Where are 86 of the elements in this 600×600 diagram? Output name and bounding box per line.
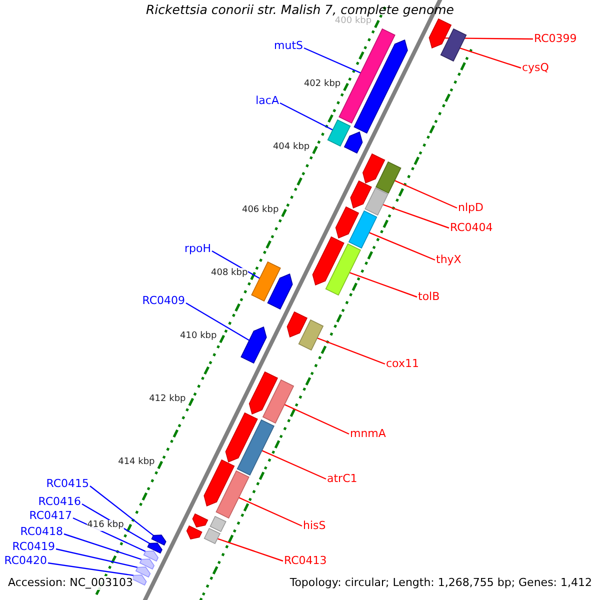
gene-label: RC0404 — [450, 221, 493, 235]
scale-label: 416 kbp — [87, 520, 124, 532]
gene-feature — [248, 371, 278, 415]
scale-label: 408 kbp — [211, 268, 248, 280]
gene-feature — [344, 131, 363, 154]
leader-line — [349, 272, 418, 298]
leader-line — [382, 204, 450, 229]
leader-line — [56, 548, 138, 568]
gene-feature — [286, 311, 308, 338]
gene-feature — [204, 459, 235, 507]
accession-note: Accession: NC_003103 — [8, 576, 134, 590]
leader-line — [284, 404, 350, 435]
gene-label: RC0399 — [534, 32, 577, 46]
leader-line — [238, 497, 302, 527]
leader-line — [394, 180, 458, 209]
gene-label: RC0420 — [4, 554, 47, 568]
leader-line — [186, 302, 250, 341]
gene-label: RC0413 — [284, 554, 327, 568]
gene-label: rpoH — [184, 242, 211, 256]
gene-label: nlpD — [458, 201, 484, 215]
gene-feature — [312, 236, 344, 286]
gene-feature — [350, 180, 372, 209]
gene-feature — [131, 574, 147, 586]
leader-line — [460, 48, 522, 69]
gene-label: cysQ — [522, 61, 549, 75]
gene-label: RC0418 — [20, 525, 63, 539]
gene-feature — [225, 412, 258, 463]
gene-label: RC0416 — [38, 495, 81, 509]
gene-feature — [335, 206, 360, 239]
gene-label: mutS — [274, 39, 303, 53]
leader-line — [217, 538, 284, 562]
gene-feature — [364, 187, 389, 216]
gene-label: RC0415 — [46, 477, 89, 491]
gene-feature — [262, 379, 294, 424]
leader-line — [262, 450, 326, 480]
gene-feature — [251, 261, 281, 302]
gene-label: lacA — [256, 94, 279, 108]
leader-line — [212, 250, 260, 279]
gene-feature — [362, 153, 386, 184]
gene-feature — [348, 210, 378, 249]
scale-label: 414 kbp — [118, 457, 155, 468]
gene-feature — [135, 566, 151, 578]
leader-line — [90, 486, 154, 536]
gene-feature — [147, 542, 162, 554]
scale-label: 412 kbp — [149, 394, 186, 406]
gene-label: atrC1 — [327, 472, 358, 486]
gene-feature — [428, 18, 452, 49]
gene-feature — [267, 273, 293, 310]
gene-label: mnmA — [350, 427, 386, 441]
gene-feature — [216, 470, 250, 519]
scale-label: 410 kbp — [180, 331, 217, 342]
gene-feature — [375, 161, 402, 194]
gene-label: tolB — [418, 290, 440, 304]
leader-line — [64, 533, 142, 560]
scale-label: 402 kbp — [304, 79, 341, 90]
gene-feature — [240, 326, 267, 364]
gene-feature — [325, 243, 362, 296]
gene-feature — [192, 513, 208, 528]
leader-line — [368, 232, 436, 261]
gene-label: hisS — [303, 519, 326, 533]
genome-summary: Topology: circular; Length: 1,268,755 bp; Genes: 1,412 — [290, 576, 592, 590]
gene-label: thyX — [436, 253, 462, 267]
leader-line — [48, 562, 134, 576]
gene-feature — [327, 119, 351, 147]
leader-line — [317, 338, 386, 365]
diagram-title: Rickettsia conorii str. Malish 7, complete genome — [144, 3, 455, 17]
gene-label: cox11 — [386, 357, 419, 371]
gene-feature — [440, 28, 467, 62]
gene-label: RC0419 — [12, 540, 55, 554]
scale-label: 406 kbp — [242, 205, 279, 216]
leader-line — [304, 47, 361, 74]
gene-label: RC0409 — [142, 294, 185, 308]
gene-feature — [298, 319, 324, 351]
gene-feature — [186, 525, 202, 540]
gene-feature — [338, 28, 396, 124]
gene-feature — [236, 419, 275, 476]
gene-feature — [151, 534, 166, 546]
gene-feature — [354, 39, 408, 134]
gene-feature — [204, 528, 221, 544]
gene-label: RC0417 — [29, 509, 72, 523]
gene-feature — [139, 558, 155, 570]
scale-label: 400 kbp — [334, 16, 372, 28]
scale-label: 404 kbp — [272, 142, 310, 154]
gene-feature — [143, 550, 159, 562]
gene-feature — [210, 516, 226, 532]
leader-line — [280, 102, 333, 130]
